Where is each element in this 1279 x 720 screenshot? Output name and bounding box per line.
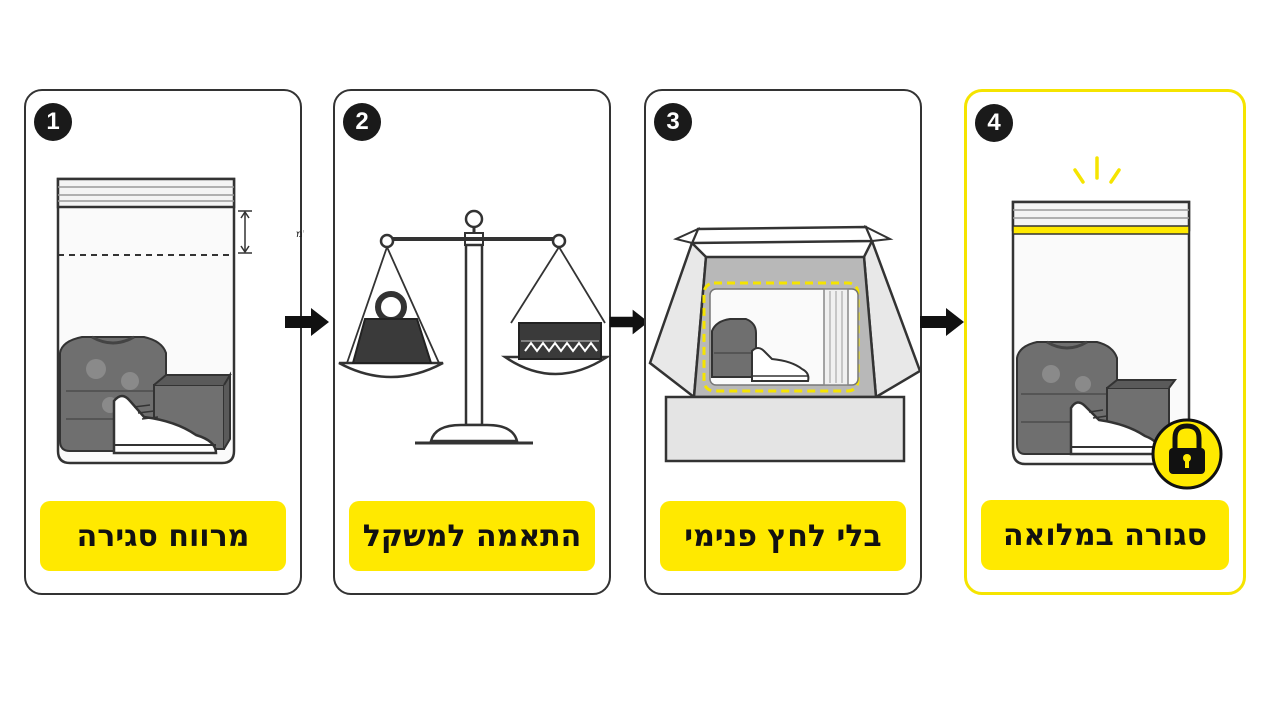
weighed-bag-icon xyxy=(518,322,602,360)
step-panel-3: 3 בלי לחץ פנימי xyxy=(644,89,922,595)
seal-spark-icon xyxy=(1073,156,1121,184)
sealed-bag-illustration xyxy=(1011,156,1223,490)
step-number-badge: 3 xyxy=(654,103,692,141)
balance-scale-illustration xyxy=(338,209,612,445)
arrow-right-icon xyxy=(285,308,329,336)
lock-icon xyxy=(1151,418,1223,490)
step-number-badge: 1 xyxy=(34,103,72,141)
step-panel-4: 4 xyxy=(964,89,1246,595)
bag-in-box-illustration xyxy=(648,224,922,463)
step-number-badge: 2 xyxy=(343,103,381,141)
step-label: מרווח סגירה xyxy=(40,501,286,571)
step-label: סגורה במלואה xyxy=(981,500,1229,570)
arrow-right-icon xyxy=(609,309,649,335)
fit-outline xyxy=(702,281,860,393)
step-number-badge: 4 xyxy=(975,104,1013,142)
step-panel-1: 1 2-3 ס"מ מרווח xyxy=(24,89,304,595)
bag-with-gap-illustration: 2-3 ס"מ xyxy=(56,177,304,465)
arrow-right-icon xyxy=(920,308,964,336)
step-label: בלי לחץ פנימי xyxy=(660,501,906,571)
sneaker-icon xyxy=(751,347,810,382)
weight-icon xyxy=(351,291,433,364)
scale-icon xyxy=(338,209,612,445)
step-label: התאמה למשקל xyxy=(349,501,595,571)
step-panel-2: 2 התאמה למשקל xyxy=(333,89,612,595)
closure-gap-measure: 2-3 ס"מ xyxy=(296,229,304,240)
sneaker-icon xyxy=(112,394,218,455)
sweater-icon xyxy=(711,318,757,378)
